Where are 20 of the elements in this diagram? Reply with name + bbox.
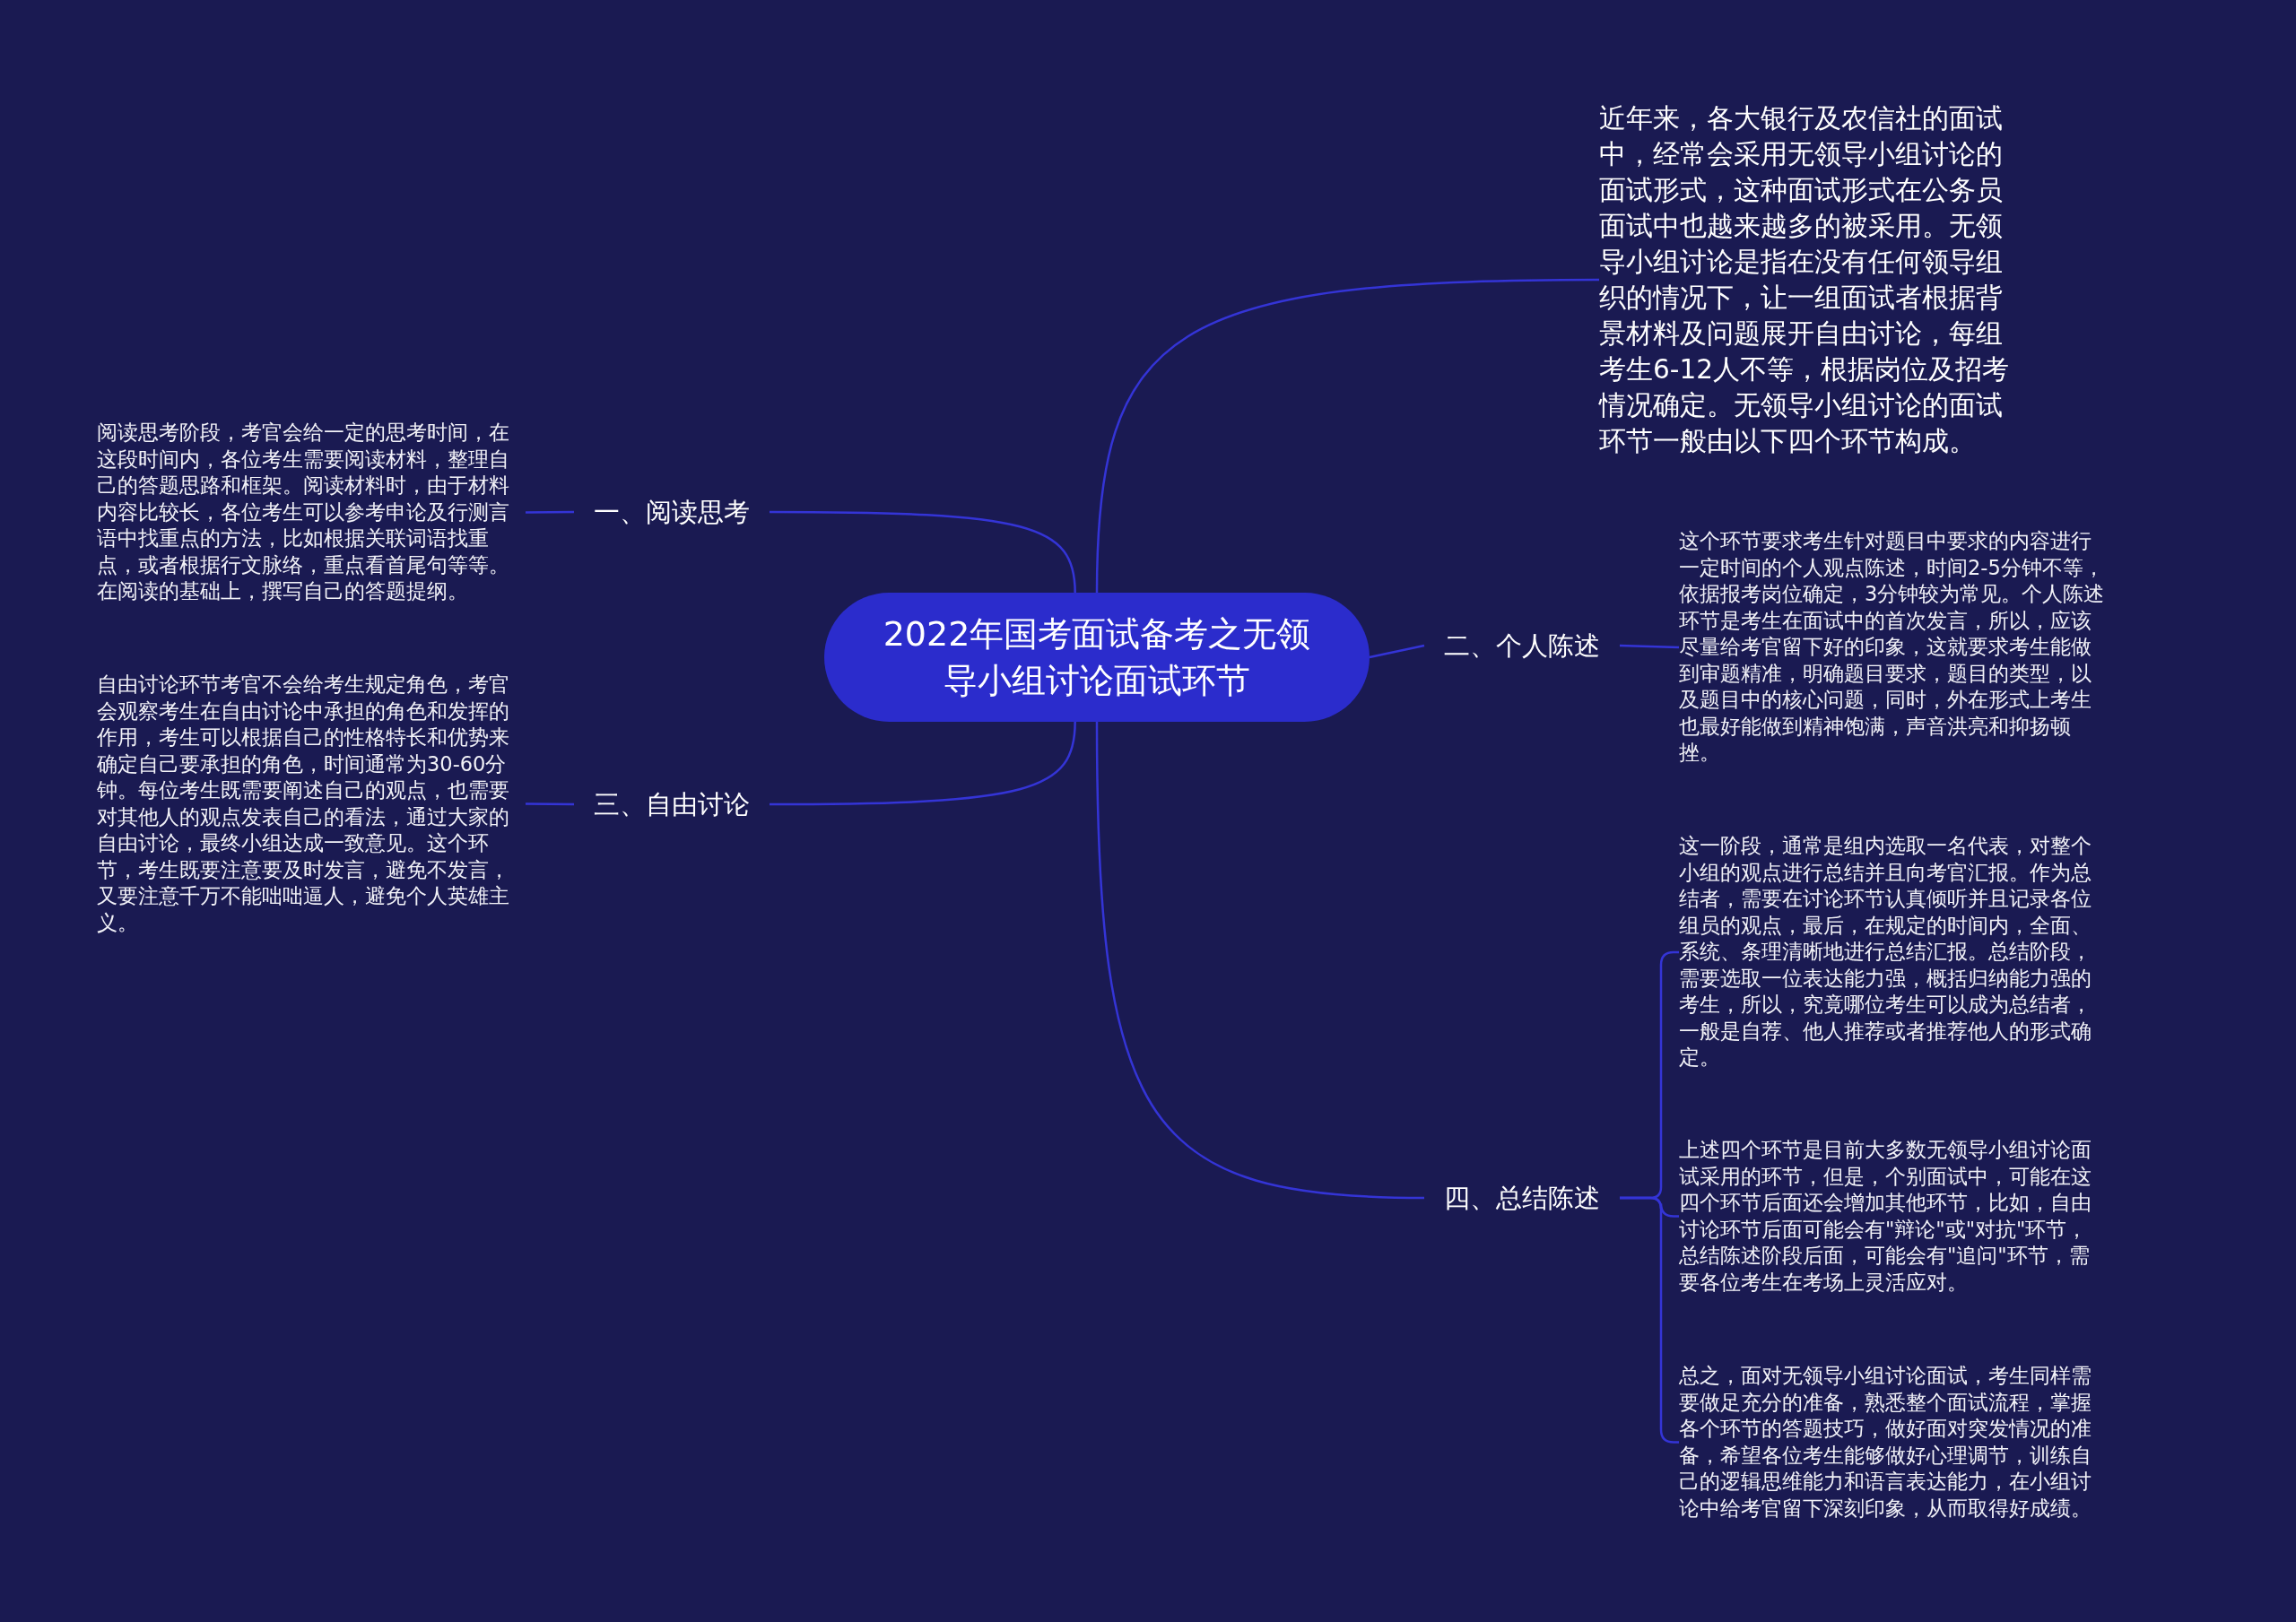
connector-line bbox=[1369, 644, 1425, 659]
paragraph: 上述四个环节是目前大多数无领导小组讨论面试采用的环节，但是，个别面试中，可能在这四个环节后面还会增加其他环节，比如，自由讨论环节后面可能会有"辩论"或"对抗"环节，总结陈述阶段后面，可能会有"追问"环节，需要各位考生在考场上灵活应对。 bbox=[1679, 1137, 2092, 1296]
paragraph: 总之，面对无领导小组讨论面试，考生同样需要做足充分的准备，熟悉整个面试流程，掌握各个环节的答题技巧，做好面对突发情况的准备，希望各位考生能够做好心理调节，训练自己的逻辑思维能力和语言表达能力，在小组讨论中给考官留下深刻印象，从而取得好成绩。 bbox=[1679, 1363, 2092, 1522]
paragraph: 这一阶段，通常是组内选取一名代表，对整个小组的观点进行总结并且向考官汇报。作为总结者，需要在讨论环节认真倾听并且记录各位组员的观点，最后，在规定的时间内，全面、系统、条理清晰地进行总结汇报。总结阶段，需要选取一位表达能力强，概括归纳能力强的考生，所以，究竟哪位考生可以成为总结者，一般是自荐、他人推荐或者推荐他人的形式确定。 bbox=[1679, 833, 2092, 1071]
connector-line bbox=[1095, 722, 1425, 1200]
connector-line bbox=[1619, 644, 1680, 649]
connector-line bbox=[526, 802, 574, 806]
branch-label: 四、总结陈述 bbox=[1444, 1182, 1600, 1215]
paragraph: 自由讨论环节考官不会给考生规定角色，考官会观察考生在自由讨论中承担的角色和发挥的作用，考生可以根据自己的性格特长和优势来确定自己要承担的角色，时间通常为30-60分钟。每位考生既需要阐述自己的观点，也需要对其他人的观点发表自己的看法，通过大家的自由讨论，最终小组达成一致意见。这个环节，考生既要注意要及时发言，避免不发言，又要注意千万不能咄咄逼人，避免个人英雄主义。 bbox=[97, 672, 510, 936]
branch-label: 二、个人陈述 bbox=[1444, 629, 1600, 663]
paragraph: 近年来，各大银行及农信社的面试中，经常会采用无领导小组讨论的面试形式，这种面试形式在公务员面试中也越来越多的被采用。无领导小组讨论是指在没有任何领导组织的情况下，让一组面试者根据背景材料及问题展开自由讨论，每组考生6-12人不等，根据岗位及招考情况确定。无领导小组讨论的面试环节一般由以下四个环节构成。 bbox=[1599, 102, 2010, 458]
connector-line bbox=[526, 510, 574, 514]
paragraph: 这个环节要求考生针对题目中要求的内容进行一定时间的个人观点陈述，时间2-5分钟不等，依据报考岗位确定，3分钟较为常见。个人陈述环节是考生在面试中的首次发言，所以，应该尽量给考官留下好的印象，这就要求考生能做到审题精准，明确题目要求，题目的类型，以及题目中的核心问题，同时，外在形式上考生也最好能做到精神饱满，声音洪亮和抑扬顿挫。 bbox=[1679, 528, 2106, 766]
connector-line bbox=[1095, 278, 1599, 594]
connector-line bbox=[770, 510, 1076, 594]
branch-label: 三、自由讨论 bbox=[594, 788, 750, 821]
connector-line bbox=[770, 721, 1076, 806]
topic-title: 2022年国考面试备考之无领导小组讨论面试环节 bbox=[882, 613, 1312, 702]
branch-label: 一、阅读思考 bbox=[594, 496, 750, 529]
paragraph: 阅读思考阶段，考官会给一定的思考时间，在这段时间内，各位考生需要阅读材料，整理自己的答题思路和框架。阅读材料时，由于材料内容比较长，各位考生可以参考申论及行测言语中找重点的方法，比如根据关联词语找重点，或者根据行文脉络，重点看首尾句等等。在阅读的基础上，撰写自己的答题提纲。 bbox=[97, 420, 510, 604]
